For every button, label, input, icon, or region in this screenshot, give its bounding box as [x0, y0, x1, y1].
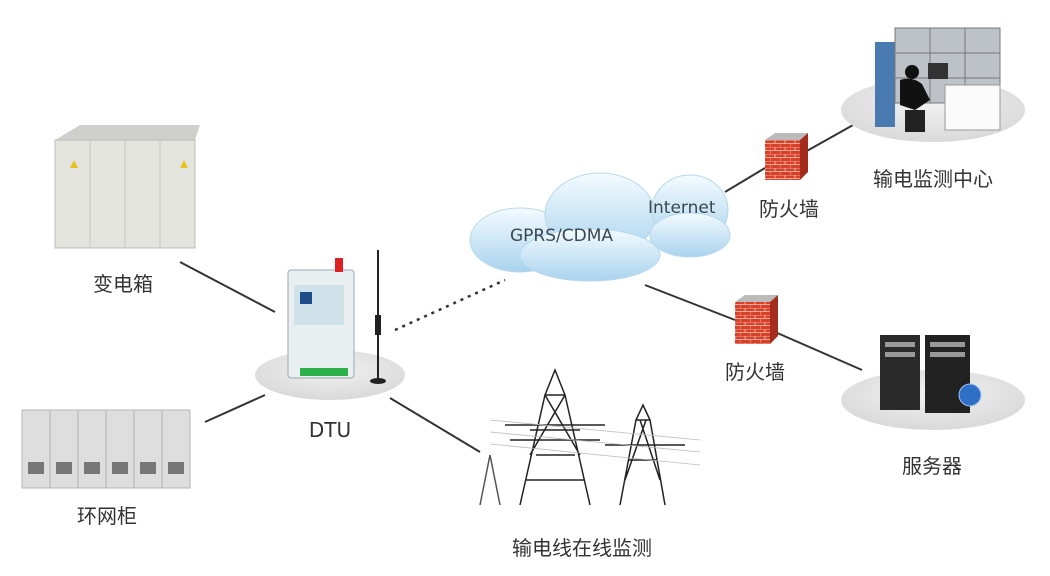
line-substation-dtu: [179, 261, 276, 313]
server-label: 服务器: [902, 454, 962, 478]
monitor-center-label: 输电监测中心: [873, 167, 993, 191]
cloud-internet-label: Internet: [648, 198, 716, 218]
dtu-device-icon: [255, 250, 405, 400]
firewall-bottom-label: 防火墙: [725, 360, 785, 384]
line-cloud-firewall-bottom: [644, 284, 736, 321]
dtu-label: DTU: [308, 418, 352, 442]
firewall-top-label: 防火墙: [759, 197, 819, 221]
power-line-label: 输电线在线监测: [512, 536, 652, 560]
firewall-top-icon: [765, 133, 808, 180]
cloud-gprs-label: GPRS/CDMA: [510, 226, 614, 246]
connection-lines: [179, 119, 863, 453]
line-cloud-firewall-top: [724, 167, 766, 193]
line-cabinet-dtu: [204, 394, 266, 423]
substation-icon: [54, 125, 200, 249]
ring-cabinet-label: 环网柜: [77, 504, 137, 528]
power-tower-icon: [479, 367, 701, 506]
monitor-center-icon: [841, 27, 1025, 142]
line-dtu-cloud: [394, 278, 506, 332]
server-icon: [841, 335, 1025, 430]
cloud-icon: [469, 172, 731, 282]
substation-label: 变电箱: [93, 272, 153, 296]
ring-cabinet-icon: [21, 409, 191, 489]
line-dtu-powerline: [389, 397, 481, 453]
line-firewall-bottom-server: [774, 331, 863, 371]
firewall-bottom-icon: [735, 295, 778, 344]
